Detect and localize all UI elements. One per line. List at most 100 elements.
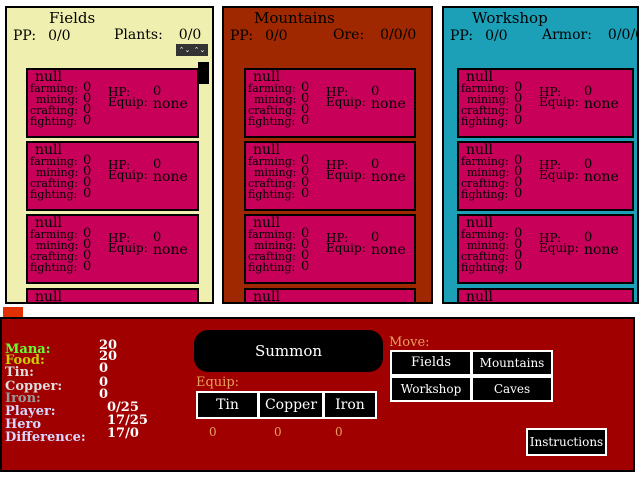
skill-label: crafting: [461,104,509,117]
skill-label: farming: [30,155,78,168]
skill-value: 0 [301,248,310,263]
skill-value: 0 [514,80,523,95]
skill-value: 0 [83,237,92,252]
hp-value: 0 [371,157,380,172]
stat-label: Tin: [5,365,34,380]
skill-label: mining: [254,93,297,106]
equip-iron-button[interactable]: Iron [323,391,377,419]
stat-value: 0 [99,387,109,402]
skill-value: 0 [83,91,92,106]
hp-value: 0 [153,157,162,172]
skill-label: crafting: [30,104,78,117]
hp-value: 0 [371,84,380,99]
hp-label: HP: [326,231,349,245]
summon-button[interactable]: Summon [194,330,383,372]
skill-value: 0 [83,248,92,263]
hero-card-partial[interactable]: null [457,288,634,302]
instructions-button[interactable]: Instructions [526,428,607,456]
move-mountains-button[interactable]: Mountains [471,350,553,376]
skill-value: 0 [301,175,310,190]
tin-count: 0 [209,425,217,439]
move-caves-button[interactable]: Caves [471,376,553,402]
iron-count: 0 [335,425,343,439]
skill-value: 0 [83,259,92,274]
equip-value: none [584,242,619,258]
skill-label: fighting: [248,115,296,128]
stepper-arrows-icon[interactable]: ⌃⌄ [193,46,206,54]
hero-name: null [466,69,493,85]
skill-value: 0 [514,102,523,117]
panel-workshop: WorkshopPP:0/0Armor:0/0/0⌃⌄⌃⌄⌃⌄nullfarmi… [442,6,639,304]
skill-value: 0 [83,102,92,117]
skill-value: 0 [301,113,310,128]
stat-label: Food: [5,353,45,368]
skill-label: farming: [248,228,296,241]
skill-value: 0 [514,226,523,241]
hp-value: 0 [153,230,162,245]
skill-label: fighting: [461,261,509,274]
skill-label: fighting: [30,261,78,274]
stat-label: Difference: [5,430,86,445]
equip-tin-button[interactable]: Tin [196,391,259,419]
hero-name: null [35,215,62,231]
hero-card-partial[interactable]: null [244,288,416,302]
move-fields-button[interactable]: Fields [390,350,472,376]
pp-readout: PP:0/0 [13,28,71,44]
equip-copper-button[interactable]: Copper [258,391,324,419]
panel-title: Workshop [472,9,548,27]
hp-label: HP: [326,158,349,172]
skill-label: crafting: [461,177,509,190]
skill-value: 0 [514,237,523,252]
stat-value: 20 [99,338,118,353]
equip-value: none [153,96,188,112]
resource-readout: Plants:0/0 [114,27,201,43]
skill-label: fighting: [461,188,509,201]
skill-value: 0 [514,91,523,106]
hero-name: null [466,215,493,231]
skill-label: farming: [461,228,509,241]
skill-value: 0 [514,153,523,168]
resource-stepper[interactable]: ⌃⌄⌃⌄ [176,44,208,56]
skill-label: mining: [36,239,79,252]
skill-label: mining: [467,93,510,106]
skill-value: 0 [301,153,310,168]
equip-label: Equip: [326,241,366,255]
skill-label: fighting: [248,261,296,274]
skill-label: farming: [248,155,296,168]
move-workshop-button[interactable]: Workshop [390,376,472,402]
hp-value: 0 [371,230,380,245]
skill-value: 0 [514,113,523,128]
hp-value: 0 [584,157,593,172]
skill-label: fighting: [30,115,78,128]
skill-label: farming: [30,82,78,95]
stat-label: Hero [5,417,42,432]
equip-value: none [584,169,619,185]
hero-name: null [253,69,280,85]
skill-label: mining: [467,239,510,252]
stepper-arrows-icon[interactable]: ⌃⌄ [178,46,191,54]
equip-value: none [153,242,188,258]
resource-value: 0/0/0 [607,27,637,43]
hp-value: 0 [153,84,162,99]
resource-readout: Armor:0/0/0 [542,27,637,43]
scrollbar-thumb[interactable] [198,62,209,84]
hp-label: HP: [326,85,349,99]
equip-label: Equip: [108,95,148,109]
skill-value: 0 [83,226,92,241]
skill-label: fighting: [30,188,78,201]
skill-value: 0 [301,80,310,95]
stat-label: Copper: [5,379,63,394]
pp-readout: PP:0/0 [450,28,508,44]
hero-card-partial[interactable]: null [26,288,199,302]
skill-label: crafting: [30,250,78,263]
